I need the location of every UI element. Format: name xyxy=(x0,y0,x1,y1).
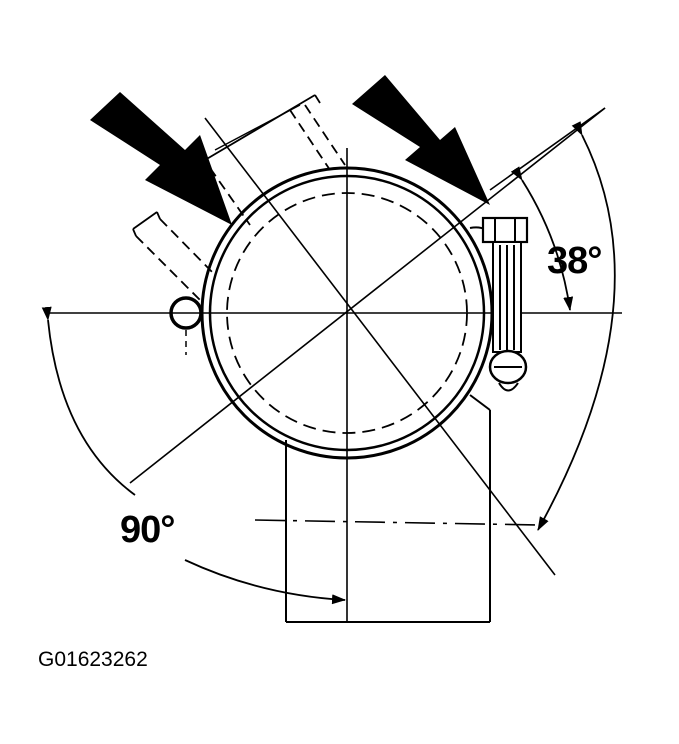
figure-id: G01623262 xyxy=(38,648,148,671)
angle-arc-90 xyxy=(41,306,346,605)
arrow-down-right-icon xyxy=(90,92,232,225)
upper-stub-pipe xyxy=(204,94,346,226)
angle-label-38: 38° xyxy=(547,240,602,282)
angle-label-90: 90° xyxy=(120,509,175,551)
angle-arc-large xyxy=(537,121,616,531)
arrow-down-right-icon xyxy=(352,75,490,205)
pipe-outline xyxy=(285,394,491,623)
left-stub-pipe xyxy=(132,211,216,301)
hose-clamp xyxy=(469,216,529,392)
pivot-circle xyxy=(169,296,203,355)
